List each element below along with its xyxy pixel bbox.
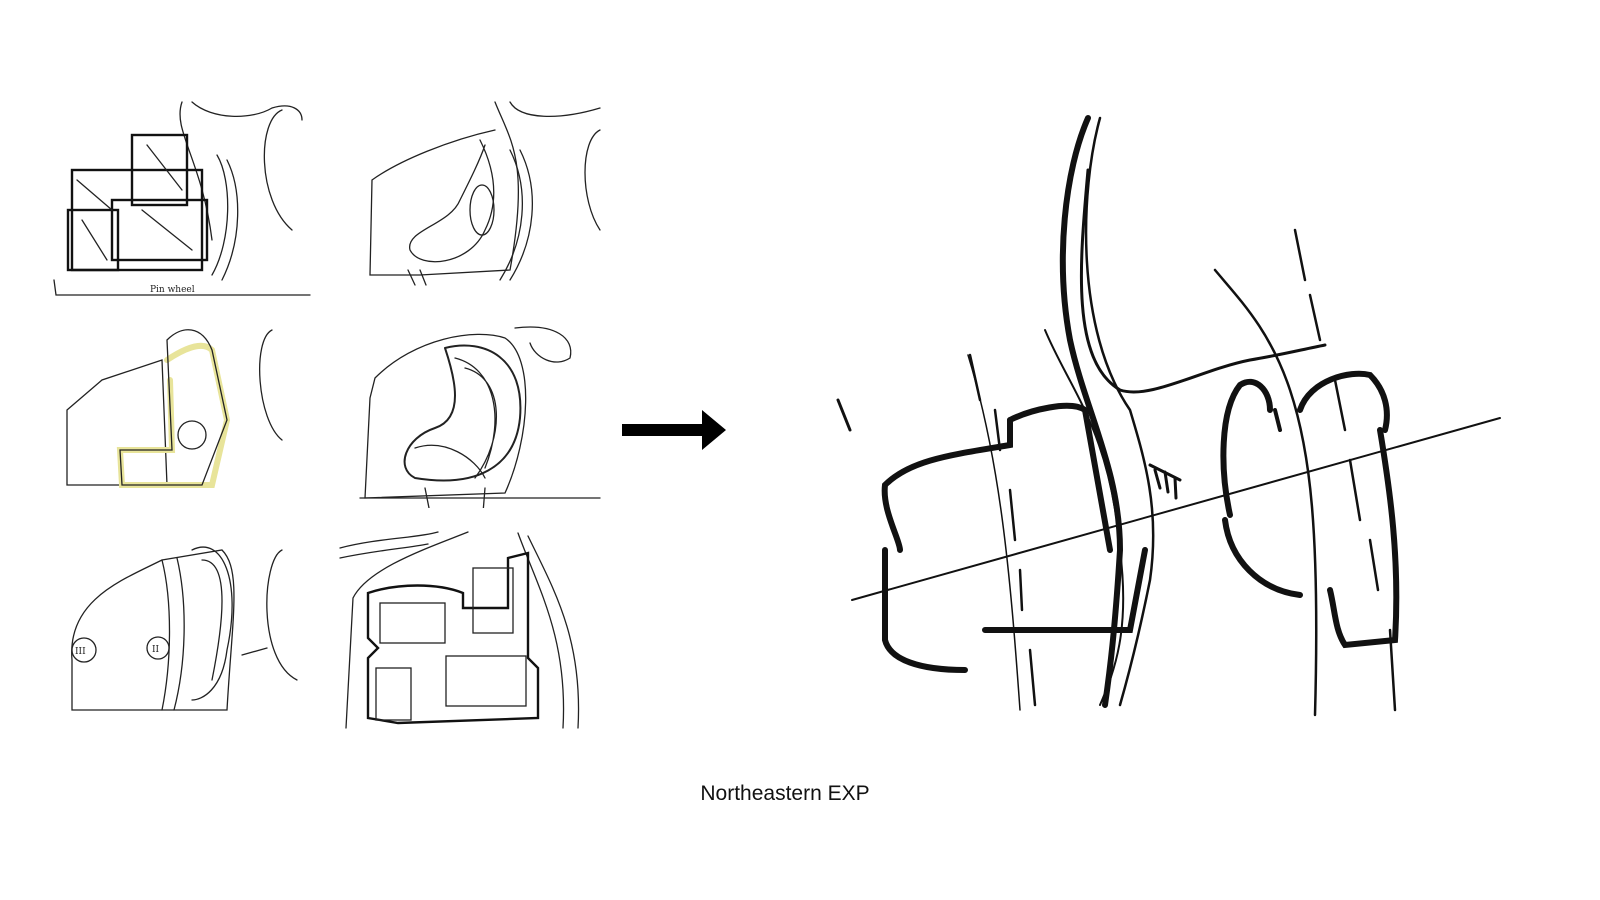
sketch-phased: III II	[62, 540, 312, 720]
sketch-dense-curves	[355, 318, 603, 508]
slide-caption: Northeastern EXP	[700, 782, 870, 805]
right-arrow-icon	[620, 408, 728, 452]
phase-label-ii: II	[152, 645, 160, 655]
sketch-four-blocks	[338, 528, 598, 733]
concept-diagram	[830, 110, 1520, 730]
sketch-label: Pin wheel	[150, 285, 195, 295]
sketch-pinwheel: Pin wheel	[52, 100, 314, 300]
sketch-curved-scheme	[360, 100, 605, 305]
phase-label-iii: III	[75, 647, 86, 657]
sketch-l-shape	[62, 320, 312, 495]
